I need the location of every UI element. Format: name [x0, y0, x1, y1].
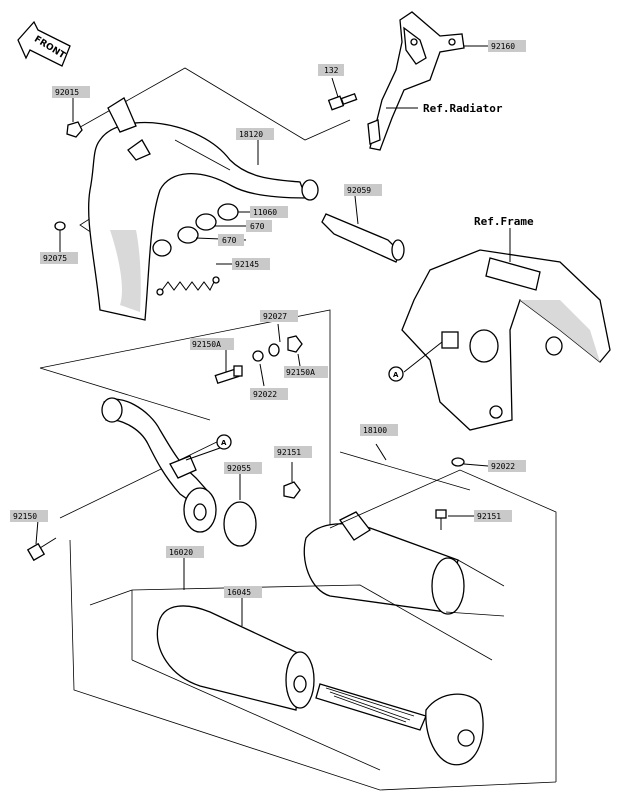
svg-text:92145: 92145	[235, 260, 259, 269]
svg-text:A: A	[393, 371, 399, 379]
svg-text:18100: 18100	[363, 426, 387, 435]
label-92022a: 92022	[250, 388, 288, 400]
svg-text:16020: 16020	[169, 548, 193, 557]
end-cap	[425, 693, 484, 766]
label-670b: 670	[218, 234, 244, 246]
inner-assembly-frame	[69, 539, 557, 791]
callout-a-frame: A	[388, 366, 404, 382]
label-92150: 92150	[10, 510, 48, 522]
svg-text:92027: 92027	[263, 312, 287, 321]
label-11060: 11060	[250, 206, 288, 218]
spring-92145	[156, 276, 220, 296]
nut-92015	[66, 96, 83, 138]
svg-text:11060: 11060	[253, 208, 277, 217]
svg-text:92022: 92022	[491, 462, 515, 471]
exhaust-pipe-18120	[88, 97, 319, 321]
svg-text:A: A	[221, 439, 227, 447]
svg-text:92160: 92160	[491, 42, 515, 51]
svg-text:16045: 16045	[227, 588, 251, 597]
label-92151b: 92151	[474, 510, 512, 522]
silencer-assembly-frame	[329, 469, 557, 782]
front-arrow-icon: FRONT	[17, 20, 71, 67]
svg-text:670: 670	[250, 222, 265, 231]
svg-text:92015: 92015	[55, 88, 79, 97]
label-92145: 92145	[216, 258, 270, 270]
label-92151a: 92151	[274, 446, 312, 458]
gasket-rings	[152, 203, 250, 257]
svg-text:92055: 92055	[227, 464, 251, 473]
nut-92151-left	[283, 462, 301, 499]
ref-radiator-label: Ref.Radiator	[423, 102, 503, 115]
label-16045: 16045	[224, 586, 262, 598]
upper-assembly-frame	[74, 67, 351, 141]
stay-hardware	[214, 323, 303, 387]
svg-text:92150A: 92150A	[286, 368, 315, 377]
middle-assembly-frame-b	[39, 367, 211, 421]
label-92150a: 92150A	[190, 338, 234, 350]
joint-92059	[321, 195, 405, 263]
svg-text:92075: 92075	[43, 254, 67, 263]
bolt-132	[327, 77, 358, 111]
radiator-bracket	[367, 11, 465, 151]
label-670a: 670	[246, 220, 272, 232]
svg-text:92151: 92151	[477, 512, 501, 521]
label-92015: 92015	[52, 86, 90, 98]
silencer-core-16045	[156, 596, 315, 711]
label-16020: 16020	[166, 546, 204, 558]
svg-text:670: 670	[222, 236, 237, 245]
pipe-to-A-line	[185, 447, 221, 461]
middle-assembly-frame	[39, 309, 331, 528]
svg-text:18120: 18120	[239, 130, 263, 139]
ref-frame-label: Ref.Frame	[474, 215, 534, 228]
perforated-pipe	[315, 683, 427, 731]
svg-text:92151: 92151	[277, 448, 301, 457]
tail-pipe	[101, 397, 217, 533]
plug-92075	[54, 221, 66, 252]
bolt-92151-right	[435, 509, 474, 530]
svg-text:92059: 92059	[347, 186, 371, 195]
label-92160: 92160	[464, 40, 526, 52]
washer-92022	[451, 457, 465, 467]
bolt-92150	[26, 519, 57, 562]
label-92022b: 92022	[488, 460, 526, 472]
label-92059: 92059	[344, 184, 382, 196]
silencer-18100	[303, 451, 505, 617]
label-92075: 92075	[40, 252, 78, 264]
gasket-92055	[223, 501, 257, 547]
callout-a-pipe: A	[216, 434, 232, 450]
label-92055: 92055	[224, 462, 262, 474]
label-92150a-b: 92150A	[284, 366, 328, 378]
label-18120: 18120	[236, 128, 274, 140]
svg-text:132: 132	[324, 66, 339, 75]
label-132: 132	[318, 64, 344, 76]
frame-section	[401, 228, 611, 431]
svg-text:92150A: 92150A	[192, 340, 221, 349]
svg-text:92150: 92150	[13, 512, 37, 521]
svg-text:92022: 92022	[253, 390, 277, 399]
label-92027: 92027	[260, 310, 298, 322]
label-18100: 18100	[360, 424, 398, 436]
